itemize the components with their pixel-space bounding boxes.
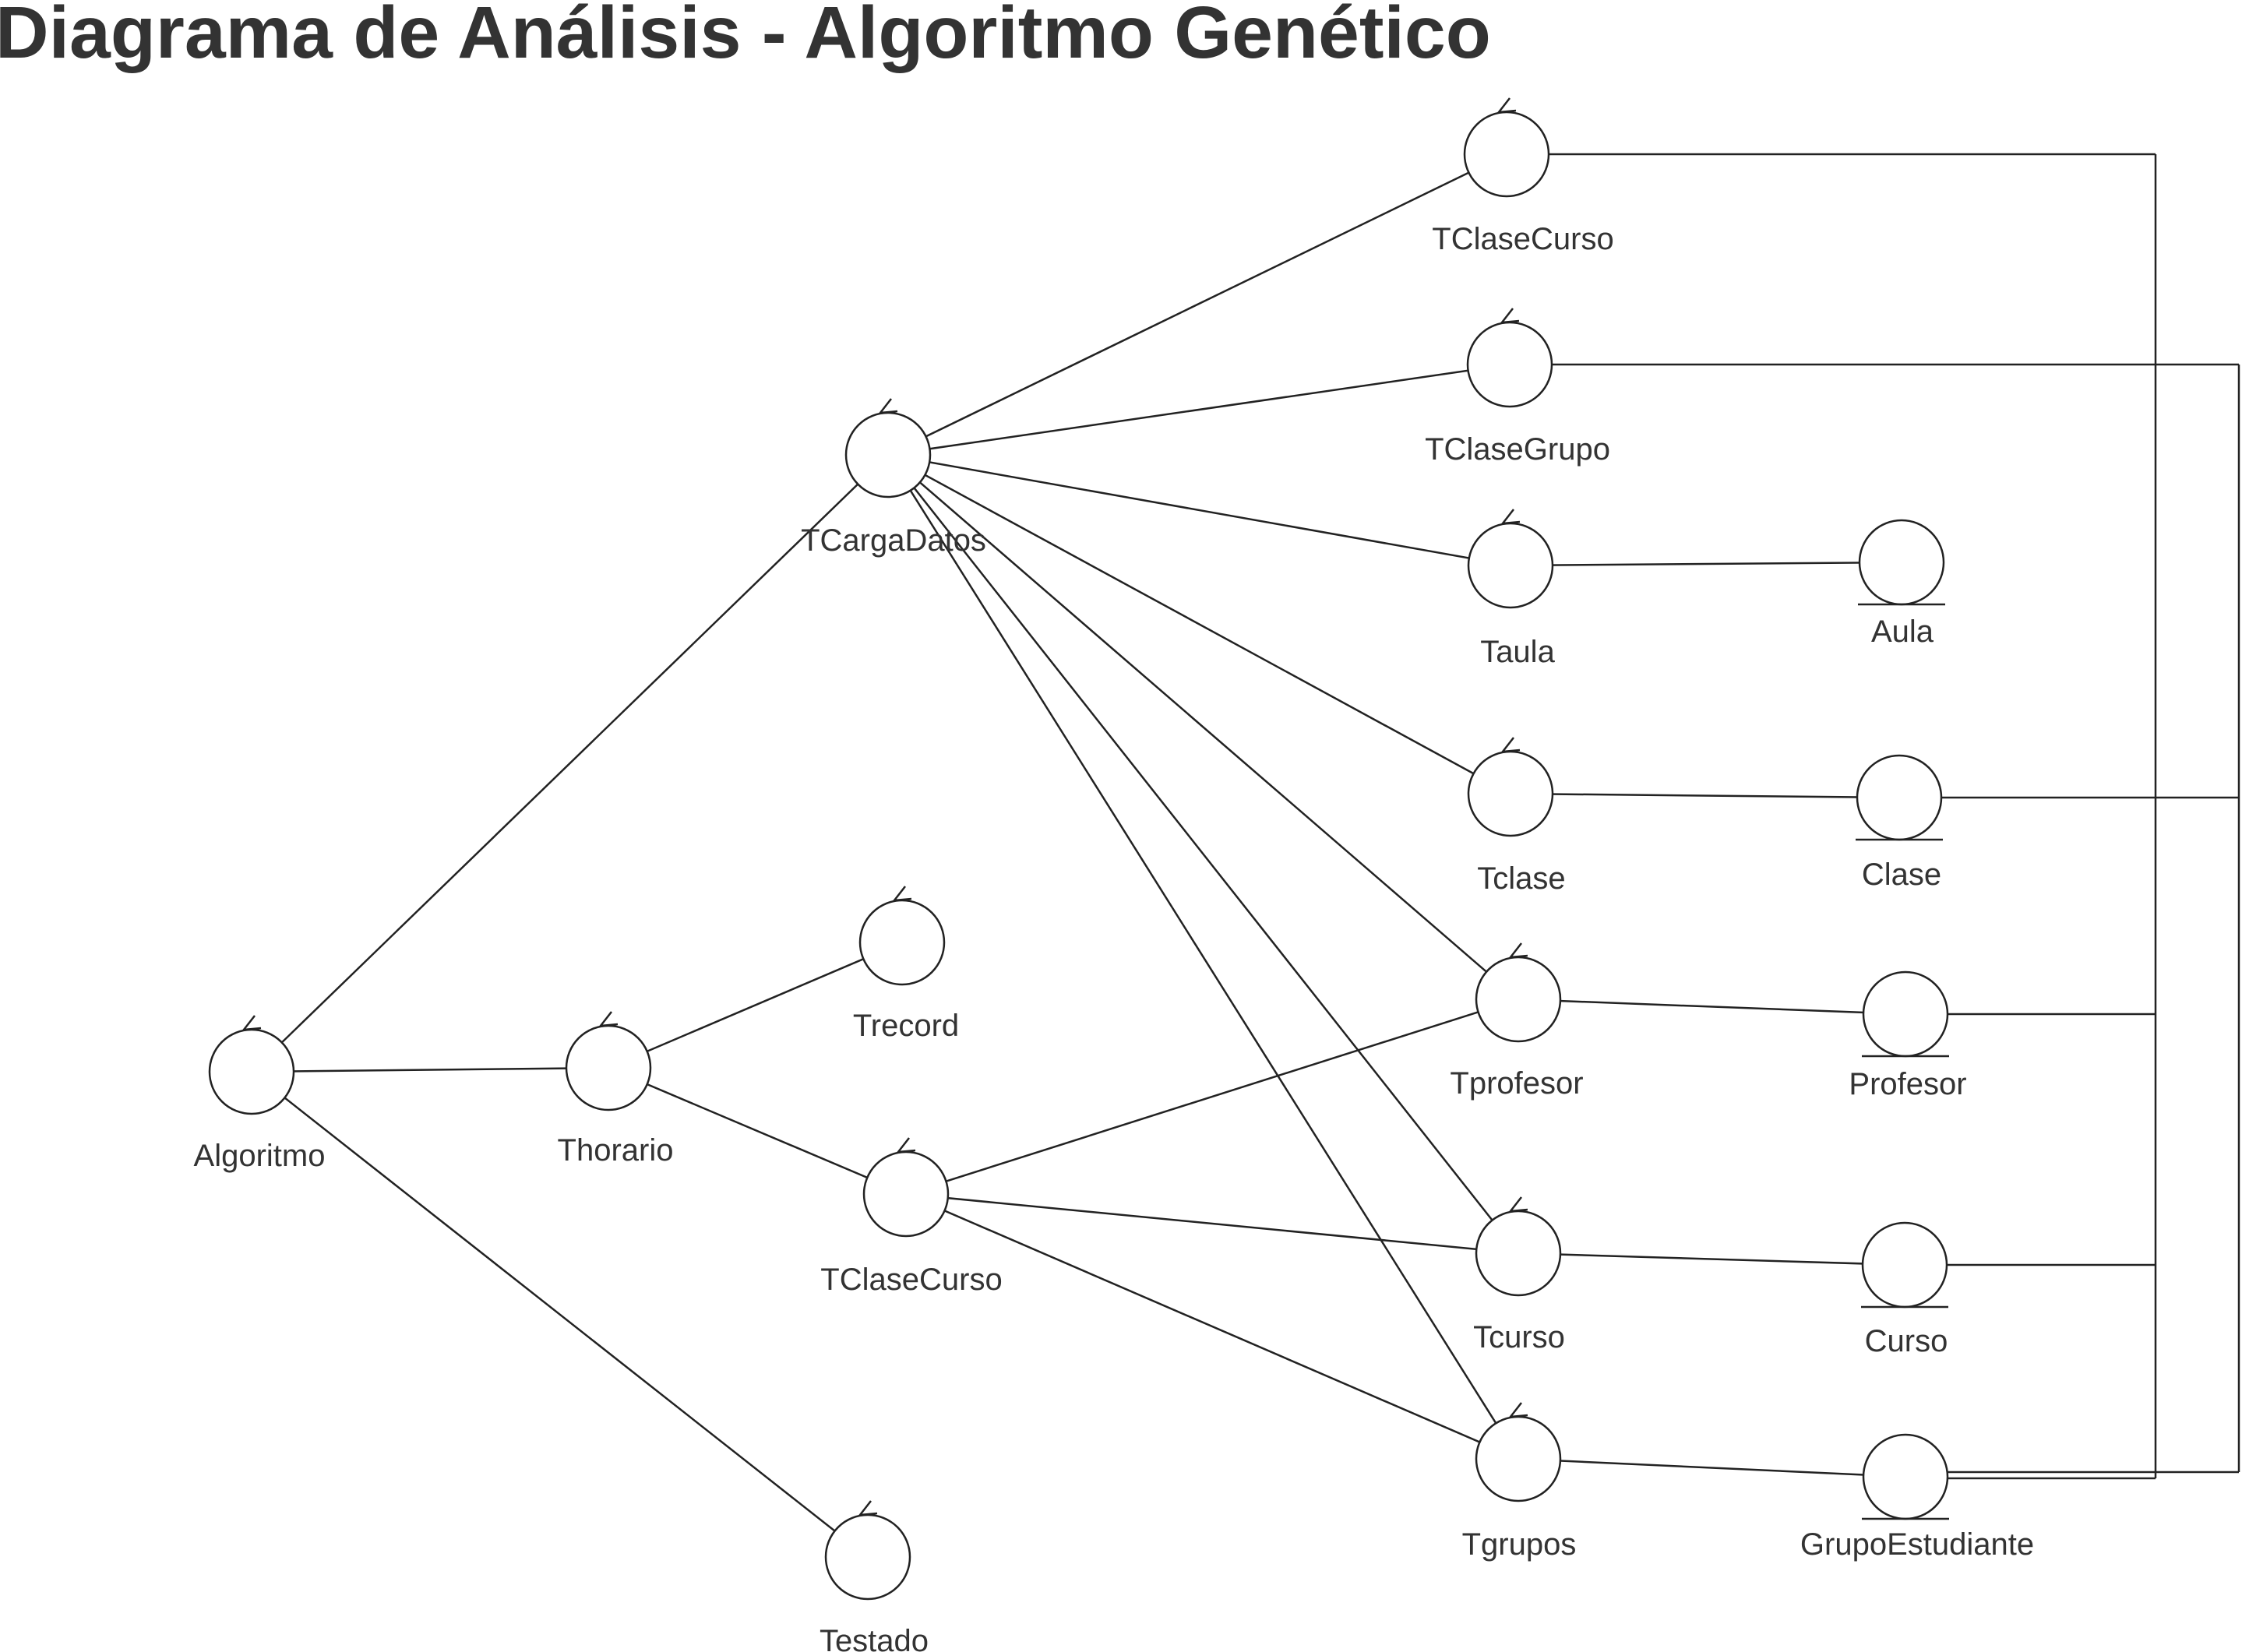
edge-tclasecurso2-tgrupos: [905, 1192, 1519, 1460]
edge-tcargadatos-taula: [887, 453, 1511, 567]
node-label: TClaseCurso: [820, 1263, 1002, 1297]
control-node-testado: Testado: [820, 1500, 929, 1652]
control-arrow-icon: [1500, 509, 1521, 525]
edge-tclasecurso2-tprofesor: [905, 998, 1519, 1196]
control-arrow-icon: [1496, 97, 1517, 114]
control-arrow-icon: [878, 398, 898, 414]
control-arrow-icon: [1508, 1402, 1528, 1418]
control-circle-icon: [1467, 750, 1554, 837]
edge-tcargadatos-tprofesor: [887, 454, 1519, 1000]
node-label: Tprofesor: [1450, 1066, 1583, 1101]
control-arrow-icon: [1508, 1196, 1528, 1213]
control-node-algoritmo: Algoritmo: [194, 1015, 326, 1173]
edge-tcargadatos-tclase: [887, 453, 1511, 795]
bus-layer: [1549, 153, 2240, 1480]
control-arrow-icon: [1500, 308, 1520, 324]
node-label: Profesor: [1849, 1067, 1966, 1101]
node-label: Tcurso: [1473, 1320, 1565, 1354]
diagram-title: Diagrama de Análisis - Algoritmo Genétic…: [0, 0, 1491, 74]
node-label: Clase: [1862, 858, 1941, 892]
entity-node-aula: Aula: [1858, 519, 1945, 649]
control-node-thorario: Thorario: [558, 1011, 674, 1168]
control-circle-icon: [1475, 1210, 1562, 1297]
node-label: TClaseGrupo: [1425, 432, 1610, 467]
edge-taula-aula: [1510, 561, 1902, 567]
control-circle-icon: [1467, 522, 1554, 609]
edge-algoritmo-thorario: [251, 1066, 609, 1073]
node-label: Aula: [1871, 615, 1934, 649]
node-label: Tgrupos: [1462, 1527, 1577, 1562]
edge-tcargadatos-tclasegrupo: [887, 363, 1511, 456]
control-node-trecord: Trecord: [853, 886, 959, 1043]
control-node-tcargadatos: TCargaDatos: [801, 398, 986, 558]
edge-tclasecurso2-tcurso: [905, 1192, 1519, 1255]
control-node-tclase: Tclase: [1467, 737, 1566, 896]
nodes-layer: AlgoritmoTCargaDatosThorarioTrecordTClas…: [194, 97, 2034, 1652]
node-label: Thorario: [558, 1133, 674, 1168]
control-arrow-icon: [241, 1015, 262, 1031]
control-circle-icon: [824, 1513, 911, 1601]
control-arrow-icon: [1500, 737, 1521, 753]
control-node-taula: Taula: [1467, 509, 1556, 669]
entity-circle-icon: [1861, 1221, 1948, 1309]
control-node-tcurso: Tcurso: [1473, 1196, 1565, 1354]
edge-tcargadatos-tclasecurso1: [887, 153, 1507, 456]
entity-circle-icon: [1858, 519, 1945, 606]
entity-circle-icon: [1856, 754, 1943, 841]
edges-layer: [251, 153, 1906, 1558]
edge-algoritmo-tcargadatos: [251, 454, 889, 1073]
entity-circle-icon: [1862, 970, 1949, 1058]
node-label: TClaseCurso: [1432, 222, 1613, 256]
entity-circle-icon: [1862, 1433, 1949, 1520]
control-node-tclasecurso1: TClaseCurso: [1432, 97, 1614, 256]
control-arrow-icon: [598, 1011, 619, 1027]
control-node-tgrupos: Tgrupos: [1462, 1402, 1577, 1562]
node-label: Trecord: [853, 1009, 959, 1043]
node-label: Tclase: [1477, 861, 1565, 896]
control-circle-icon: [858, 899, 946, 986]
control-circle-icon: [1475, 1415, 1562, 1502]
control-node-tprofesor: Tprofesor: [1450, 942, 1584, 1101]
edge-tcargadatos-tgrupos: [887, 454, 1520, 1460]
control-node-tclasecurso2: TClaseCurso: [820, 1137, 1003, 1297]
node-label: TCargaDatos: [801, 523, 986, 558]
edge-tcargadatos-tcurso: [887, 454, 1519, 1254]
entity-node-clase: Clase: [1856, 754, 1943, 892]
control-arrow-icon: [896, 1137, 916, 1154]
control-node-tclasegrupo: TClaseGrupo: [1425, 308, 1610, 467]
control-circle-icon: [1463, 111, 1550, 198]
control-arrow-icon: [1508, 942, 1528, 959]
control-circle-icon: [844, 411, 932, 498]
node-label: Curso: [1865, 1324, 1948, 1358]
node-label: Algoritmo: [194, 1139, 326, 1173]
control-circle-icon: [565, 1024, 652, 1111]
edge-thorario-trecord: [608, 941, 903, 1069]
entity-node-curso: Curso: [1861, 1221, 1948, 1358]
node-label: GrupoEstudiante: [1800, 1527, 2034, 1562]
entity-node-grupoestudiante: GrupoEstudiante: [1800, 1433, 2034, 1562]
edge-algoritmo-testado: [251, 1071, 869, 1558]
entity-node-profesor: Profesor: [1849, 970, 1967, 1101]
control-arrow-icon: [858, 1500, 878, 1516]
control-circle-icon: [1466, 321, 1553, 408]
edge-thorario-tclasecurso2: [608, 1066, 907, 1196]
node-label: Taula: [1480, 635, 1555, 669]
node-label: Testado: [820, 1624, 929, 1652]
edge-tclase-clase: [1510, 792, 1900, 799]
control-circle-icon: [862, 1150, 950, 1238]
edge-tgrupos-grupoestudiante: [1518, 1457, 1906, 1478]
edge-tcurso-curso: [1518, 1252, 1905, 1266]
control-circle-icon: [1475, 956, 1562, 1043]
edge-tprofesor-profesor: [1518, 998, 1906, 1016]
control-circle-icon: [208, 1028, 295, 1115]
control-arrow-icon: [892, 886, 912, 902]
